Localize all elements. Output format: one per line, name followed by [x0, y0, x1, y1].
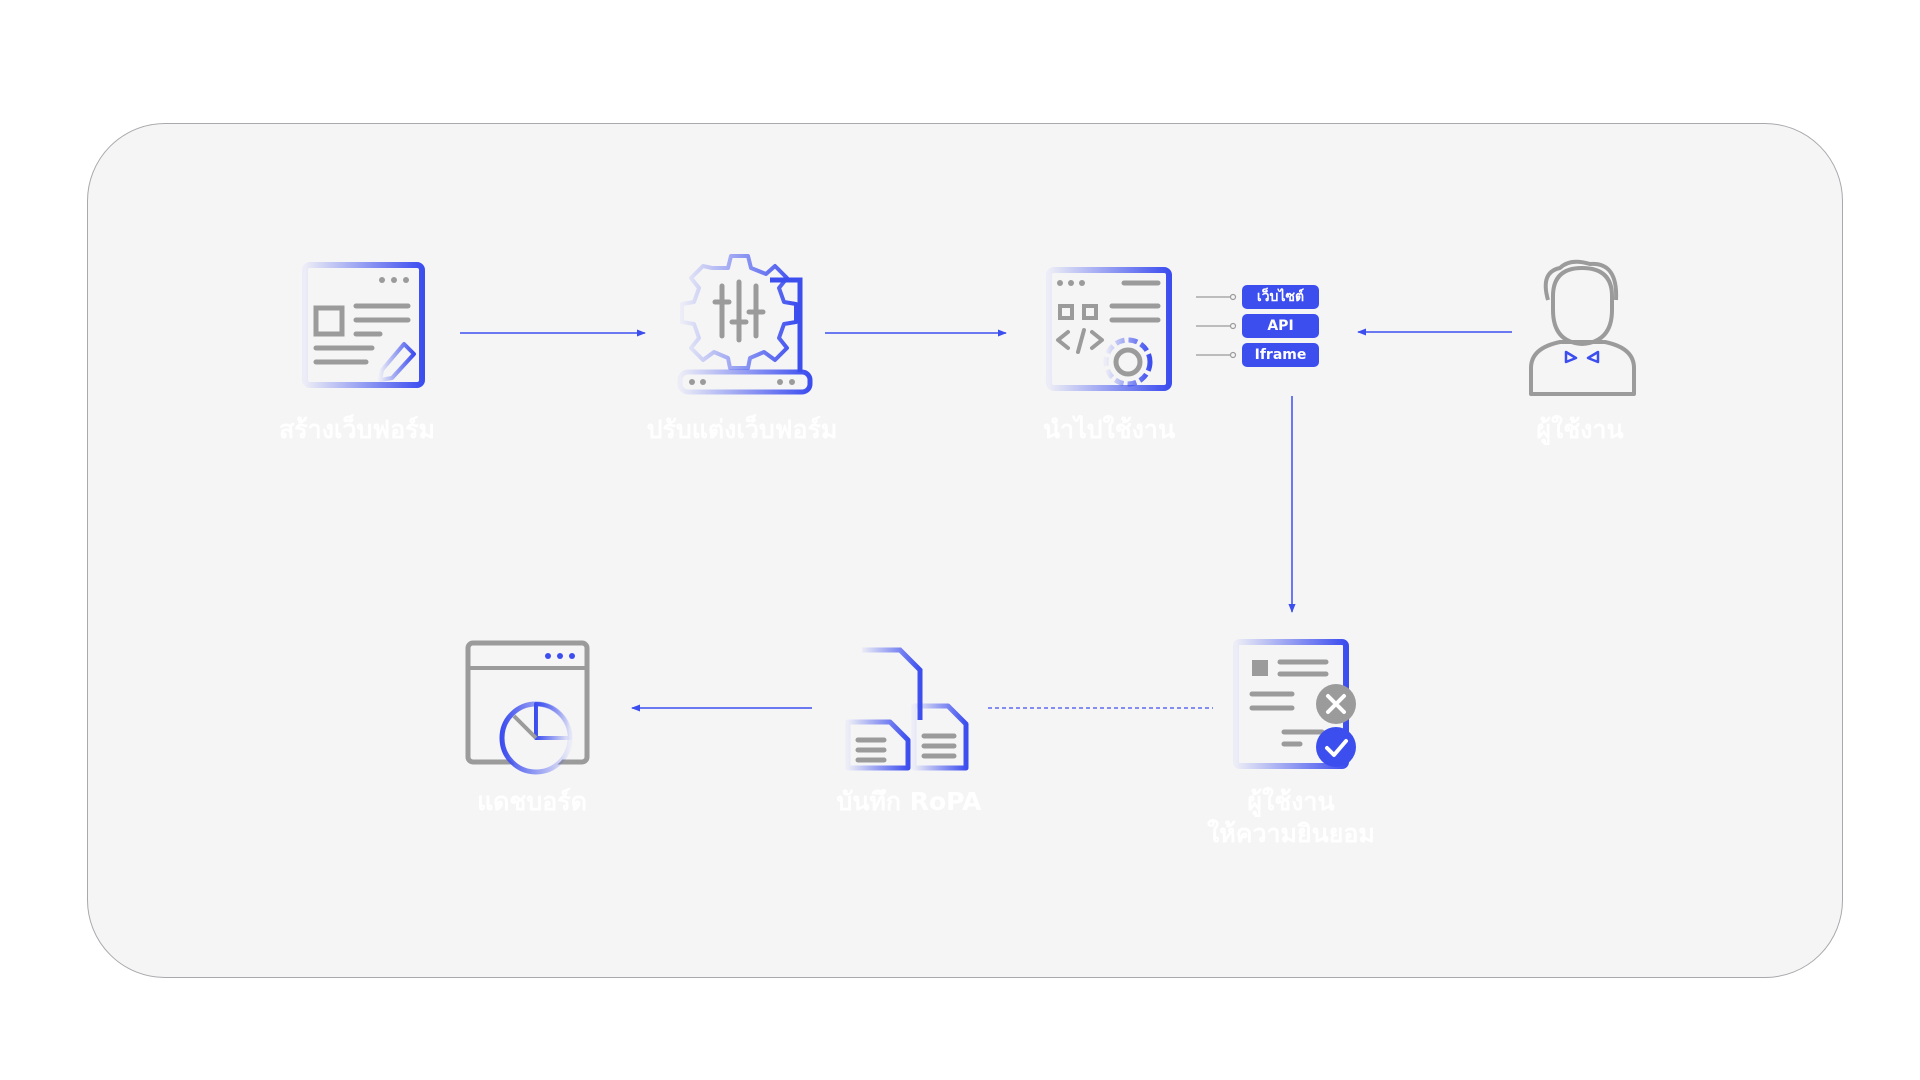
consent-document-icon	[1233, 639, 1356, 769]
label-create-form: สร้างเว็บฟอร์ม	[278, 415, 435, 444]
code-gear-icon	[1046, 267, 1172, 391]
dashboard-pie-icon	[465, 640, 590, 775]
label-deploy: นำไปใช้งาน	[1042, 415, 1176, 444]
channel-connectors	[1196, 293, 1237, 359]
channel-tag-website: เว็บไซต์	[1242, 285, 1319, 309]
label-dashboard: แดชบอร์ด	[477, 787, 587, 816]
label-customize-form: ปรับแต่งเว็บฟอร์ม	[646, 415, 838, 444]
label-consent-line1: ผู้ใช้งาน	[1247, 787, 1335, 816]
web-form-edit-icon	[302, 262, 425, 388]
user-icon	[1529, 259, 1636, 396]
label-consent-line2: ให้ความยินยอม	[1207, 819, 1375, 848]
channel-tag-api: API	[1242, 314, 1319, 338]
channel-tag-iframe: Iframe	[1242, 343, 1319, 367]
settings-sliders-icon	[677, 254, 813, 395]
copy-documents-icon	[845, 647, 969, 771]
label-ropa: บันทึก RoPA	[836, 787, 982, 816]
label-user: ผู้ใช้งาน	[1536, 415, 1624, 444]
